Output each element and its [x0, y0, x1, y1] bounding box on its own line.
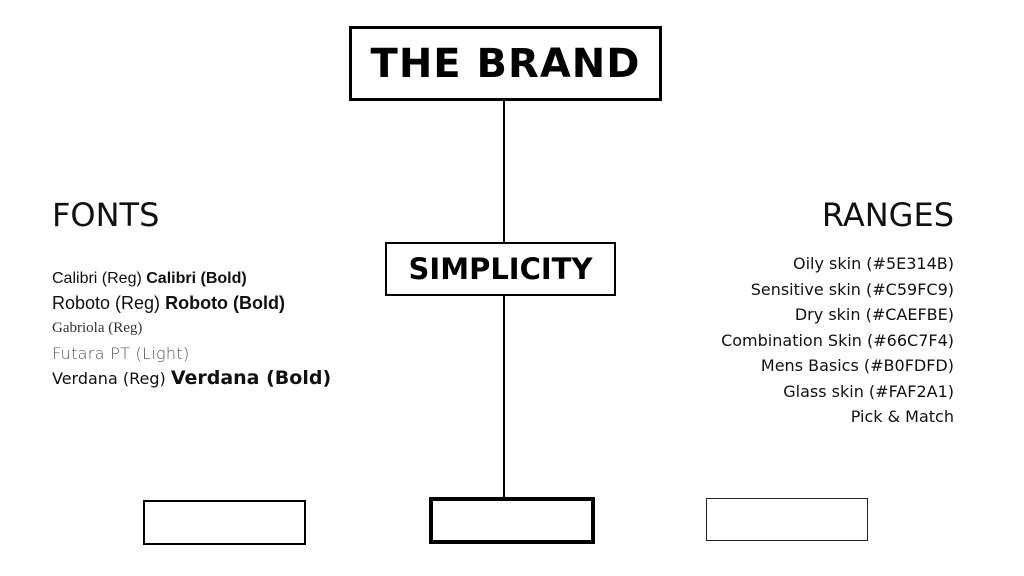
- range-item-pick-match: Pick & Match: [850, 407, 954, 426]
- range-item-oily: Oily skin (#5E314B): [792, 254, 954, 273]
- font-bold: Verdana (Bold): [170, 367, 332, 389]
- font-regular: Verdana (Reg): [52, 369, 166, 388]
- empty-box-right: [706, 498, 868, 541]
- font-row-roboto: Roboto (Reg) Roboto (Bold): [52, 291, 331, 316]
- range-item-mens-basics: Mens Basics (#B0FDFD): [760, 356, 954, 375]
- font-row-verdana: Verdana (Reg) Verdana (Bold): [52, 366, 331, 391]
- font-regular: Futara PT (Light): [52, 344, 190, 363]
- connector-line-top: [503, 101, 505, 242]
- font-bold: Roboto (Bold): [165, 293, 286, 313]
- font-regular: Roboto (Reg): [52, 293, 161, 313]
- font-regular: Gabriola (Reg): [52, 320, 143, 336]
- range-item-dry: Dry skin (#CAEFBE): [794, 305, 954, 324]
- font-row-gabriola: Gabriola (Reg): [52, 316, 331, 341]
- brand-title-box: THE BRAND: [349, 26, 662, 101]
- connector-line-bottom: [503, 296, 505, 497]
- font-list: Calibri (Reg) Calibri (Bold) Roboto (Reg…: [52, 266, 331, 391]
- simplicity-label: SIMPLICITY: [408, 252, 593, 286]
- ranges-list: Oily skin (#5E314B) Sensitive skin (#C59…: [721, 251, 954, 430]
- font-row-futara: Futara PT (Light): [52, 341, 331, 366]
- range-item-combination: Combination Skin (#66C7F4): [721, 330, 954, 350]
- font-row-calibri: Calibri (Reg) Calibri (Bold): [52, 266, 331, 291]
- simplicity-box: SIMPLICITY: [385, 242, 616, 296]
- brand-title: THE BRAND: [370, 40, 641, 87]
- font-regular: Calibri (Reg): [52, 270, 142, 287]
- ranges-heading: RANGES: [821, 196, 954, 234]
- range-item-glass: Glass skin (#FAF2A1): [783, 381, 954, 401]
- fonts-heading: FONTS: [52, 196, 160, 234]
- font-bold: Calibri (Bold): [146, 270, 247, 287]
- empty-box-center: [429, 497, 595, 544]
- empty-box-left: [143, 500, 306, 545]
- range-item-sensitive: Sensitive skin (#C59FC9): [750, 279, 954, 299]
